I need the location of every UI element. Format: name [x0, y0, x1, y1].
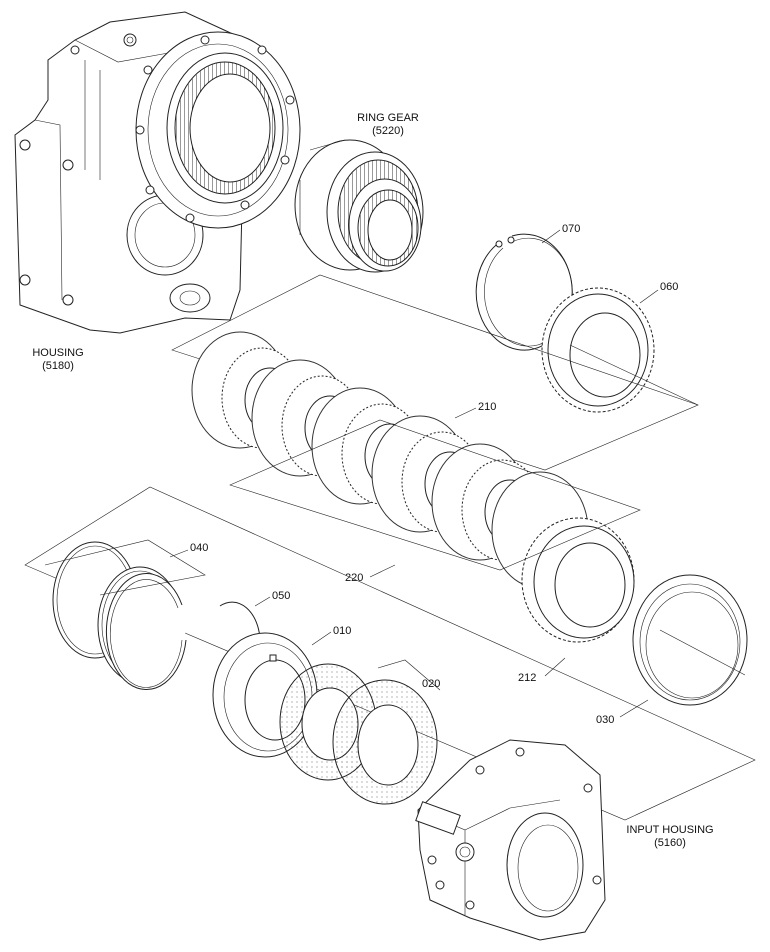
- ring-gear-part-number: (5220): [372, 125, 404, 137]
- input-housing-label: INPUT HOUSING: [626, 824, 713, 836]
- ring-gear-label: RING GEAR: [357, 112, 419, 124]
- callout-210: 210: [478, 401, 496, 413]
- rings-040-outline: [44, 539, 206, 596]
- clutch-inner-outline: [229, 419, 641, 571]
- ring-gear-part: [294, 139, 424, 273]
- seal-030: [632, 574, 748, 706]
- callout-070: 070: [562, 223, 580, 235]
- callout-010: 010: [333, 625, 351, 637]
- washers-020: [279, 663, 438, 805]
- housing-part: [14, 11, 301, 334]
- callout-020: 020: [422, 678, 440, 690]
- clutch-pack: [191, 331, 635, 643]
- ring-050: [219, 601, 261, 641]
- input-housing-part-number: (5160): [654, 837, 686, 849]
- input-housing-part: [415, 739, 606, 941]
- housing-part-number: (5180): [42, 360, 74, 372]
- gear-disc-060: [541, 287, 655, 413]
- callout-212: 212: [518, 672, 536, 684]
- callout-060: 060: [660, 281, 678, 293]
- callout-030: 030: [596, 714, 614, 726]
- washers-020-outline: [377, 659, 441, 691]
- housing-label: HOUSING: [32, 347, 83, 359]
- rings-040: [52, 541, 187, 691]
- callout-040: 040: [190, 542, 208, 554]
- callout-050: 050: [272, 590, 290, 602]
